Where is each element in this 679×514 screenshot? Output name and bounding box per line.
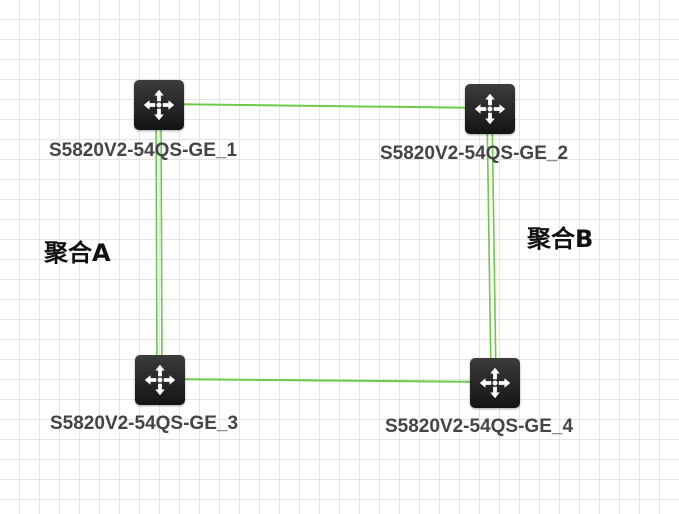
switch-icon <box>479 367 511 399</box>
link-sw1-sw3-aggregate[interactable] <box>155 105 163 379</box>
switch-node-3[interactable] <box>135 355 185 405</box>
switch-icon <box>474 93 506 125</box>
switch-label-3: S5820V2-54QS-GE_3 <box>50 413 239 434</box>
switch-icon <box>143 89 175 121</box>
switch-icon <box>144 364 176 396</box>
switch-node-1[interactable] <box>134 80 184 130</box>
link-sw3-sw4[interactable] <box>159 378 496 383</box>
switch-label-2: S5820V2-54QS-GE_2 <box>380 143 569 164</box>
aggregation-label-b: 聚合B <box>527 225 594 253</box>
link-sw2-sw4-aggregate[interactable] <box>486 109 497 381</box>
switch-node-2[interactable] <box>465 84 515 134</box>
link-sw1-sw2[interactable] <box>158 103 491 109</box>
aggregation-label-a: 聚合A <box>44 239 111 267</box>
switch-node-4[interactable] <box>470 358 520 408</box>
switch-label-1: S5820V2-54QS-GE_1 <box>49 140 238 161</box>
switch-label-4: S5820V2-54QS-GE_4 <box>385 416 574 437</box>
